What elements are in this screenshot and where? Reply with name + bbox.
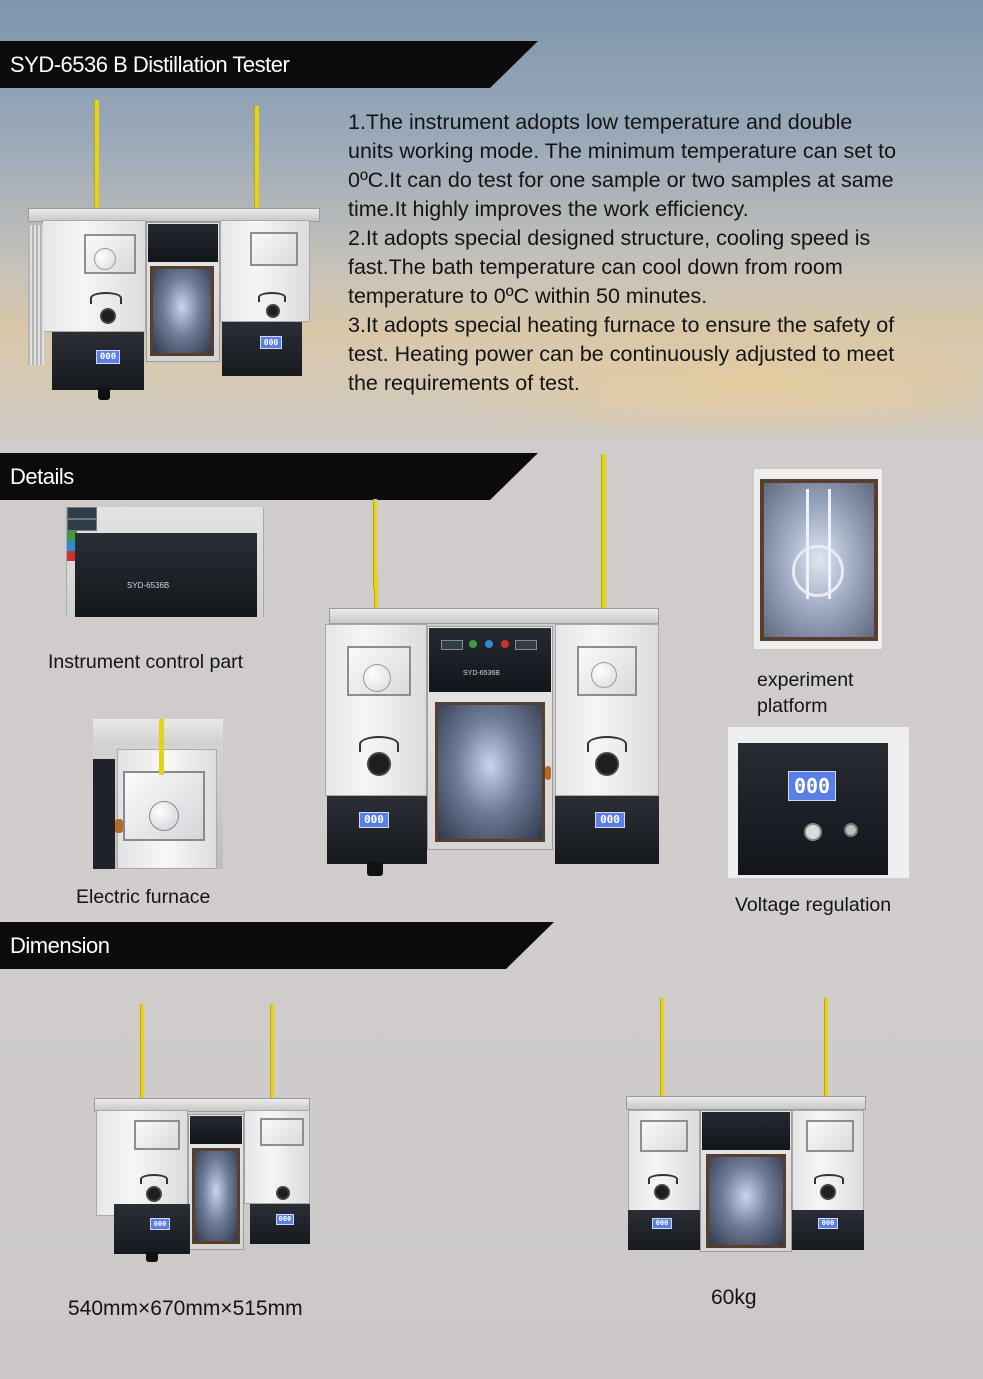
platform-caption-line1: experiment [757,669,854,691]
dimension-front-image: 000 000 [624,998,868,1258]
details-title-bar: Details [0,453,538,500]
control-model-label: SYD-6536B [127,581,170,590]
hero-instrument-image: 000 000 [24,100,324,400]
dimension-title: Dimension [10,933,110,958]
experiment-platform-image [753,468,883,650]
intro-line: the requirements of test. [348,371,580,395]
main-lcd-left: 000 [359,812,389,828]
intro-line: 3.It adopts special heating furnace to e… [348,313,895,337]
main-lcd-right: 000 [595,812,625,828]
product-title: SYD-6536 B Distillation Tester [10,52,290,77]
details-title: Details [10,464,74,489]
product-title-bar: SYD-6536 B Distillation Tester [0,41,538,88]
intro-line: fast.The bath temperature can cool down … [348,255,843,279]
feature-list: 1.The instrument adopts low temperature … [348,108,968,398]
hero-glow [420,330,980,440]
dimension-weight: 60kg [711,1286,757,1309]
control-caption: Instrument control part [48,651,244,673]
furnace-image [93,719,223,869]
intro-line: 0ºC.It can do test for one sample or two… [348,168,894,192]
platform-caption-line2: platform [757,695,828,717]
dimension-side-image: 000 000 [94,1004,314,1264]
voltage-lcd: 000 [788,771,836,801]
main-model-label: SYD-6536B [463,670,500,677]
intro-line: 1.The instrument adopts low temperature … [348,110,853,134]
furnace-caption: Electric furnace [76,886,211,908]
control-panel-image: SYD-6536B [66,507,264,617]
dim-right-lcd-2: 000 [818,1218,838,1229]
intro-line: 2.It adopts special designed structure, … [348,226,871,250]
hero-lcd-right: 000 [260,336,282,349]
intro-line: time.It highly improves the work efficie… [348,197,749,221]
dim-right-lcd: 000 [652,1218,672,1229]
intro-line: temperature to 0ºC within 50 minutes. [348,284,708,308]
dimension-size: 540mm×670mm×515mm [68,1297,303,1320]
main-instrument-image: SYD-6536B 000 000 [323,454,663,878]
dim-left-lcd: 000 [150,1218,170,1230]
dimension-title-bar: Dimension [0,922,554,969]
voltage-caption: Voltage regulation [735,894,892,916]
intro-line: test. Heating power can be continuously … [348,342,895,366]
intro-line: units working mode. The minimum temperat… [348,139,897,163]
hero-lcd: 000 [96,350,120,364]
dim-left-lcd-2: 000 [276,1214,294,1225]
voltage-regulation-image: 000 [728,727,909,878]
